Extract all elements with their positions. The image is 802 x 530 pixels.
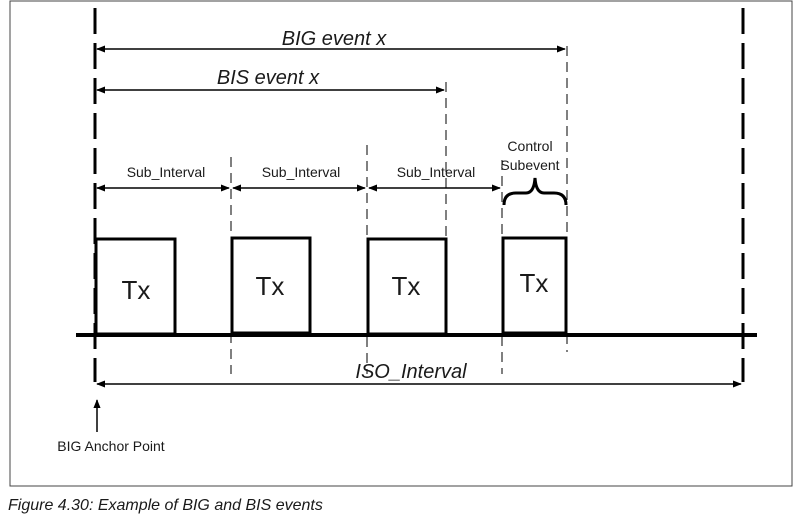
control-subevent-brace	[502, 177, 568, 206]
tx-label: Tx	[256, 271, 285, 301]
tx-box	[501, 236, 568, 335]
big-event-label: BIG event x	[282, 28, 387, 50]
tx-box	[94, 237, 177, 336]
control-subevent-label: Control	[507, 138, 552, 154]
tx-box	[230, 236, 312, 335]
iso-interval-label: ISO_Interval	[355, 361, 467, 383]
tx-label: Tx	[392, 271, 421, 301]
figure-caption: Figure 4.30: Example of BIG and BIS even…	[8, 497, 323, 514]
sub-interval-label: Sub_Interval	[127, 164, 206, 180]
bis-event-label: BIS event x	[217, 67, 320, 89]
diagram-border	[9, 0, 793, 487]
control-subevent-label: Subevent	[500, 157, 559, 173]
tx-label: Tx	[520, 268, 549, 298]
sub-interval-label: Sub_Interval	[262, 164, 341, 180]
tx-label: Tx	[122, 275, 151, 305]
sub-interval-label: Sub_Interval	[397, 164, 476, 180]
anchor-point-label: BIG Anchor Point	[57, 438, 165, 454]
